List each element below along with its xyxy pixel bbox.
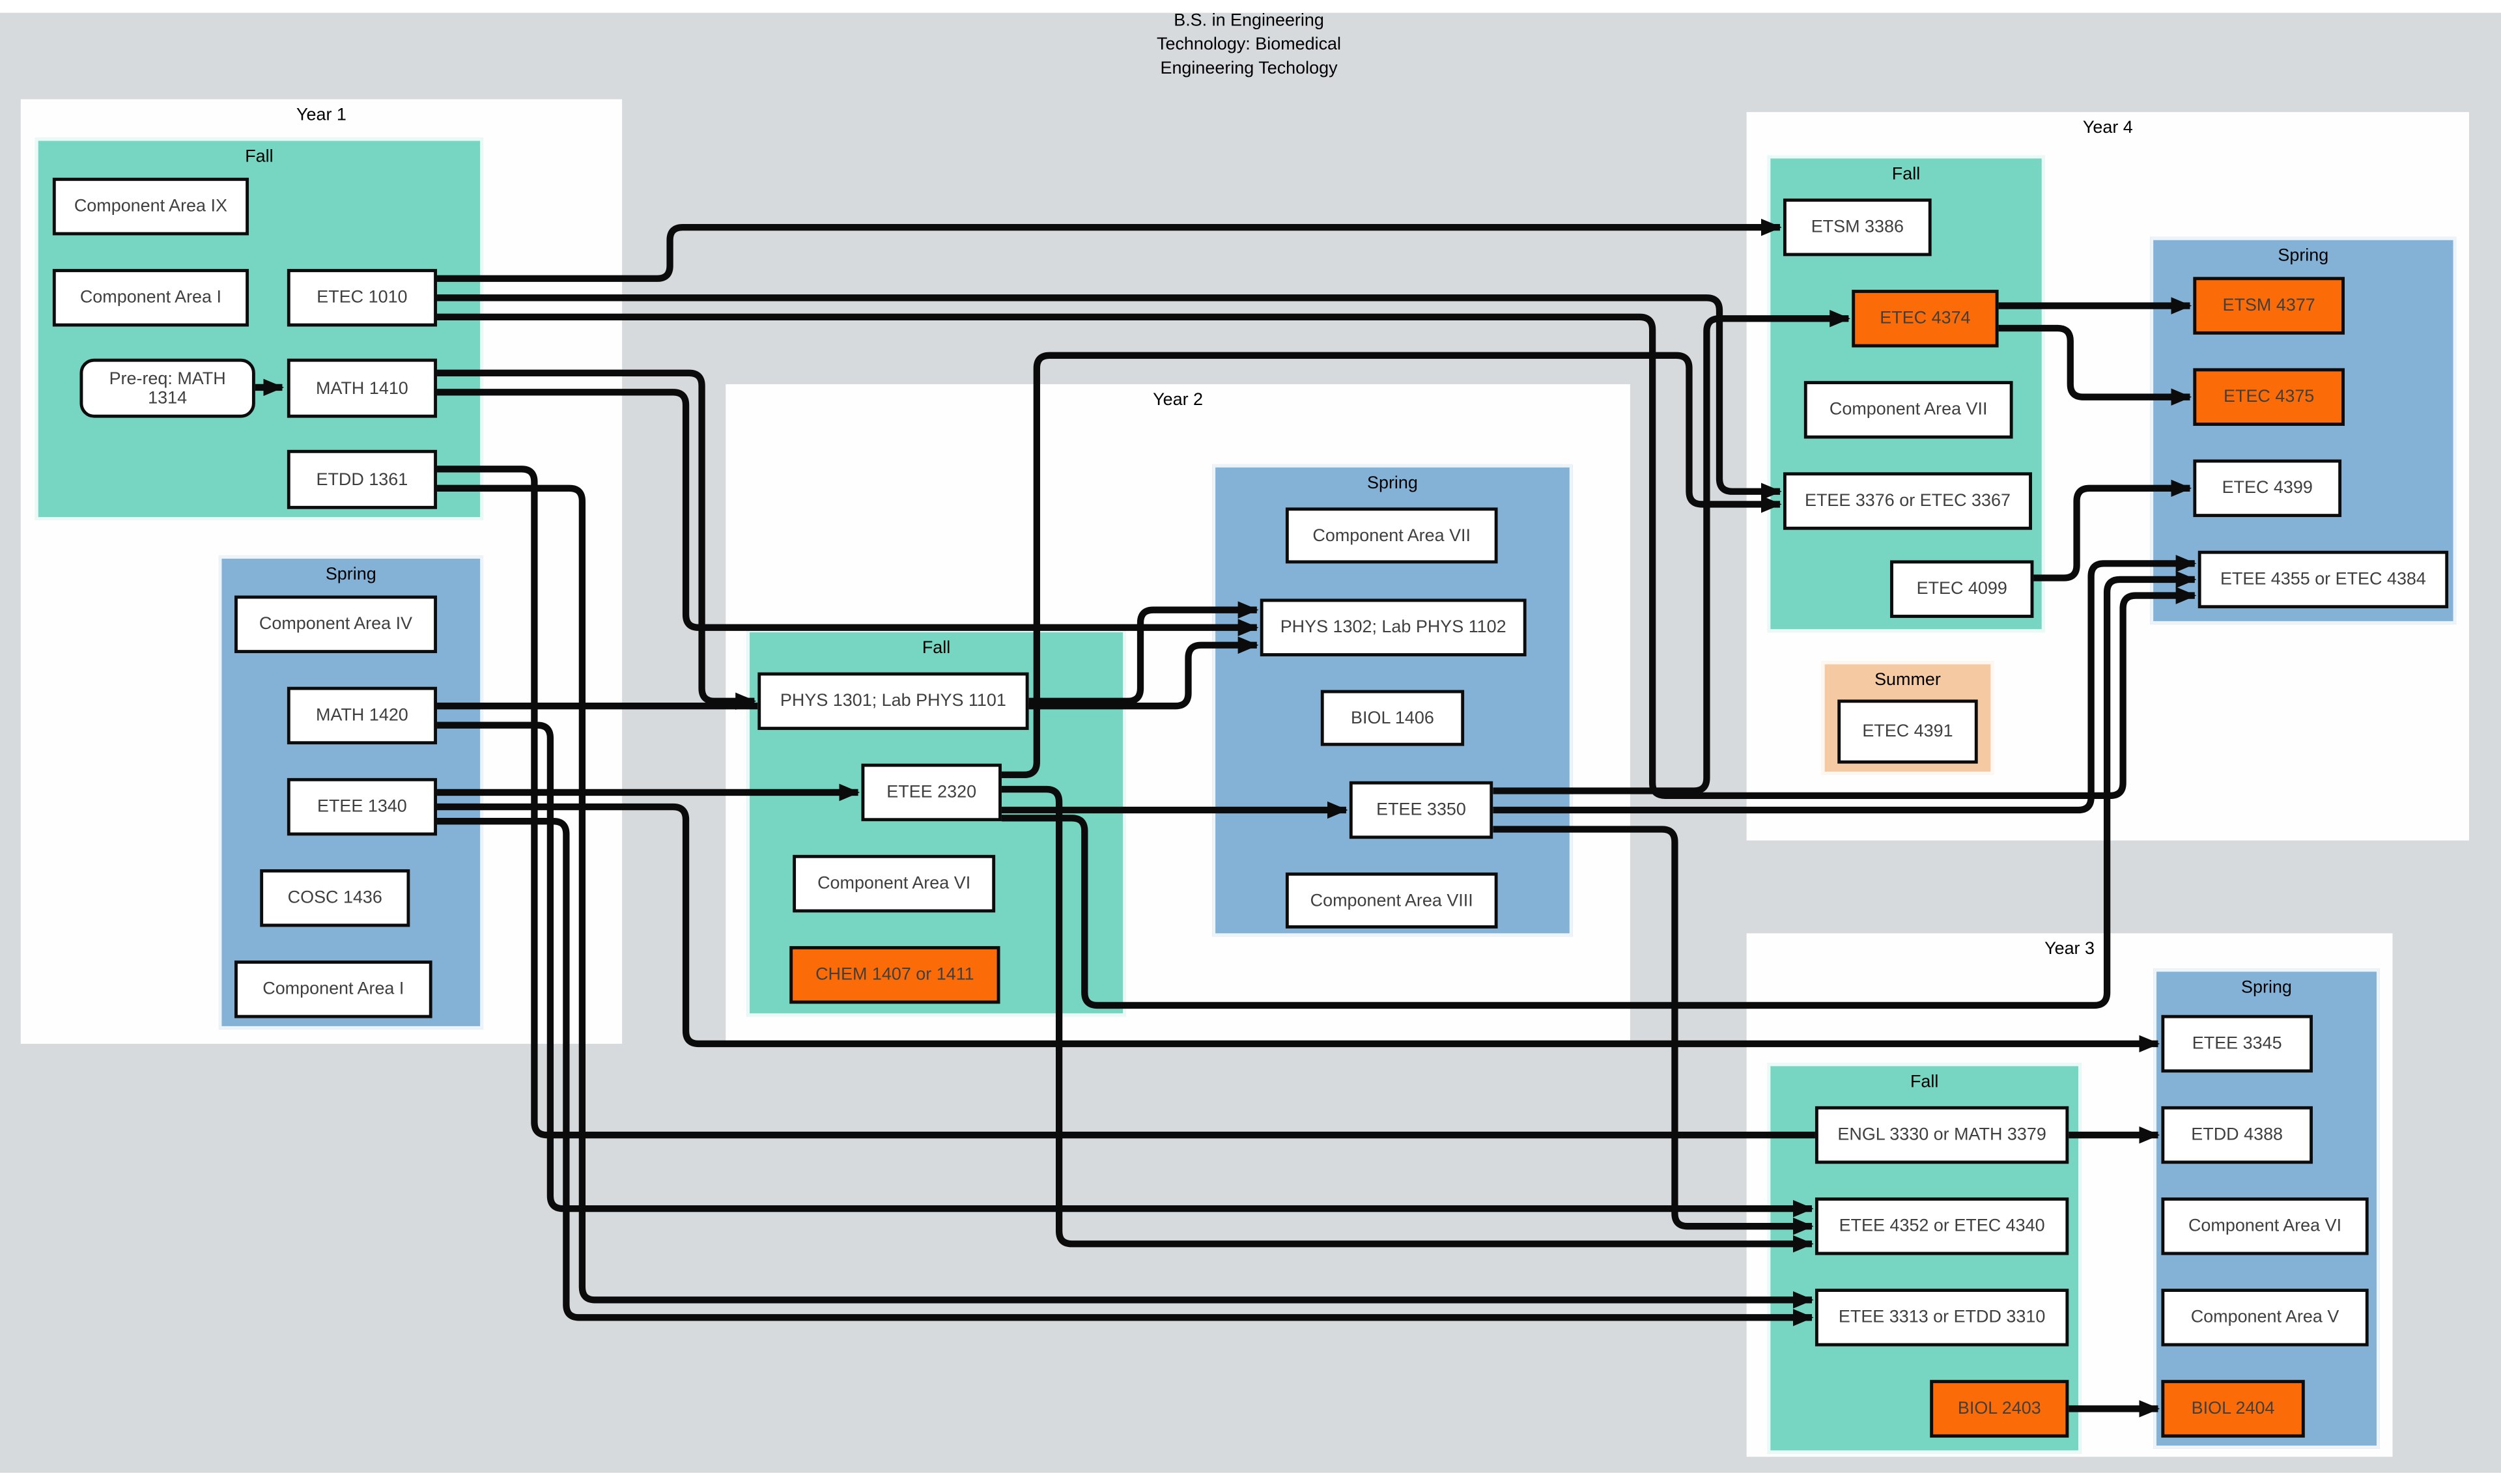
node-etee-4352-or-etec-4340: ETEE 4352 or ETEC 4340 xyxy=(1815,1197,2069,1255)
node-etee-2320: ETEE 2320 xyxy=(861,763,1002,822)
node-phys-1301: PHYS 1301; Lab PHYS 1101 xyxy=(757,672,1029,731)
year-1-fall-label: Fall xyxy=(245,147,274,167)
year-2-spring-label: Spring xyxy=(1367,473,1418,494)
node-etdd-1361: ETDD 1361 xyxy=(287,449,438,509)
node-comp-area-iv: Component Area IV xyxy=(234,595,438,654)
year-1-label: Year 1 xyxy=(296,105,346,125)
edge-etec-1010-to-etsm-3386 xyxy=(437,218,1782,282)
node-etec-4375: ETEC 4375 xyxy=(2193,368,2345,426)
year-4-spring-label: Spring xyxy=(2278,246,2329,266)
summer-label: Summer xyxy=(1874,671,1941,690)
node-etec-4399: ETEC 4399 xyxy=(2193,459,2342,518)
node-etee-3350: ETEE 3350 xyxy=(1349,781,1493,839)
node-math-1410: MATH 1410 xyxy=(287,358,438,418)
node-etsm-3386: ETSM 3386 xyxy=(1783,198,1932,257)
node-engl-3330-or-math-3379: ENGL 3330 or MATH 3379 xyxy=(1815,1106,2069,1164)
node-etec-4099: ETEC 4099 xyxy=(1890,560,2034,618)
node-prereq-math-1314: Pre-req: MATH 1314 xyxy=(79,358,255,418)
node-comp-area-vi-y3s: Component Area VI xyxy=(2161,1197,2369,1255)
node-comp-area-viii: Component Area VIII xyxy=(1285,872,1498,929)
node-etec-4374: ETEC 4374 xyxy=(1852,289,1999,348)
node-biol-2404: BIOL 2404 xyxy=(2161,1380,2305,1438)
node-etec-1010: ETEC 1010 xyxy=(287,269,438,327)
node-biol-2403: BIOL 2403 xyxy=(1930,1380,2069,1438)
node-etec-4391: ETEC 4391 xyxy=(1837,699,1978,764)
node-comp-area-vi-y2f: Component Area VI xyxy=(793,854,996,913)
top-margin xyxy=(0,0,2501,13)
page-title: B.S. in Engineering Technology: Biomedic… xyxy=(1049,10,1448,82)
year-3-spring-label: Spring xyxy=(2241,978,2292,998)
year-2-label: Year 2 xyxy=(1153,390,1204,410)
node-comp-area-i-y1s: Component Area I xyxy=(234,960,432,1018)
bottom-margin xyxy=(0,1472,2501,1484)
year-3-fall-label: Fall xyxy=(1910,1072,1939,1092)
title-line-3: Engineering Techology xyxy=(1160,59,1338,79)
node-comp-area-vii-y4f: Component Area VII xyxy=(1803,381,2013,439)
node-biol-1406: BIOL 1406 xyxy=(1320,690,1465,746)
year-4-label: Year 4 xyxy=(2082,118,2133,138)
year-2-fall-label: Fall xyxy=(922,638,951,658)
node-etsm-4377: ETSM 4377 xyxy=(2193,277,2345,335)
title-line-1: B.S. in Engineering xyxy=(1174,11,1324,31)
year-1-spring-label: Spring xyxy=(325,565,376,585)
year-4-fall-label: Fall xyxy=(1891,165,1921,184)
node-comp-area-vii-y2s: Component Area VII xyxy=(1285,507,1498,564)
node-comp-area-ix: Component Area IX xyxy=(52,177,249,236)
node-math-1420: MATH 1420 xyxy=(287,686,438,745)
node-cosc-1436: COSC 1436 xyxy=(260,869,410,927)
title-line-2: Technology: Biomedical xyxy=(1157,35,1342,55)
year-3-label: Year 3 xyxy=(2044,940,2095,959)
node-etee-4355-or-etec-4384: ETEE 4355 or ETEC 4384 xyxy=(2197,550,2449,609)
node-etee-3345: ETEE 3345 xyxy=(2161,1015,2313,1073)
node-phys-1302: PHYS 1302; Lab PHYS 1102 xyxy=(1260,598,1527,656)
node-comp-area-i-y1f: Component Area I xyxy=(52,269,249,327)
node-chem-1407-or-1411: CHEM 1407 or 1411 xyxy=(789,945,1000,1004)
node-comp-area-v: Component Area V xyxy=(2161,1289,2369,1347)
node-etdd-4388: ETDD 4388 xyxy=(2161,1106,2313,1164)
node-etee-1340: ETEE 1340 xyxy=(287,777,438,836)
node-etee-3313-or-etdd-3310: ETEE 3313 or ETDD 3310 xyxy=(1815,1289,2069,1347)
node-etee-3376-or-etec-3367: ETEE 3376 or ETEC 3367 xyxy=(1783,472,2033,530)
